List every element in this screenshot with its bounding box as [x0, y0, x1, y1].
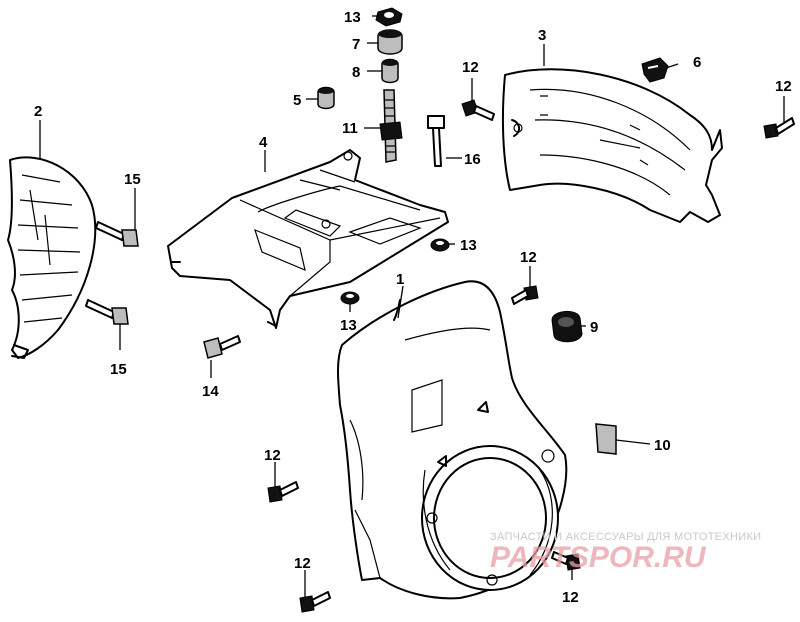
part-12-bolt-lower-left	[267, 481, 299, 503]
part-2-side-shroud	[7, 156, 97, 359]
label-13-top: 13	[344, 9, 361, 26]
label-5: 5	[293, 92, 301, 109]
part-12-bolt-middle	[511, 285, 539, 305]
label-3: 3	[538, 27, 546, 44]
watermark-brand: PARTSPOR.RU	[490, 541, 707, 574]
part-12-bolt-right	[763, 117, 795, 139]
label-7: 7	[352, 36, 360, 53]
label-15-upper: 15	[124, 171, 141, 188]
label-9: 9	[590, 319, 598, 336]
label-16: 16	[464, 151, 481, 168]
part-11-stud-bolt	[379, 89, 403, 163]
label-10: 10	[654, 437, 671, 454]
label-15-lower: 15	[110, 361, 127, 378]
label-1: 1	[396, 271, 404, 288]
part-5-grommet	[317, 86, 335, 110]
part-12-bolt-bottom	[299, 591, 331, 613]
label-2: 2	[34, 103, 42, 120]
label-13-right: 13	[460, 237, 477, 254]
label-12-middle: 12	[520, 249, 537, 266]
label-8: 8	[352, 64, 360, 81]
part-7-collar	[377, 29, 403, 55]
label-12-top: 12	[462, 59, 479, 76]
part-13-grommet-right	[430, 238, 450, 252]
leader-lines	[39, 15, 785, 598]
part-1-fan-cover	[337, 280, 568, 600]
watermark-tagline: ЗАПЧАСТИ И АКСЕССУАРЫ ДЛЯ МОТОТЕХНИКИ	[490, 531, 761, 543]
label-12-bottom-right: 12	[562, 589, 579, 606]
part-15-bolt-upper	[95, 221, 139, 247]
label-11: 11	[342, 120, 358, 137]
part-6-clip	[641, 57, 669, 83]
part-8-spacer	[381, 58, 399, 84]
part-13-top-nut	[375, 7, 403, 27]
label-12-right: 12	[775, 78, 792, 95]
label-12-lower-left: 12	[264, 447, 281, 464]
label-14: 14	[202, 383, 219, 400]
part-3-upper-cover	[501, 68, 723, 223]
label-4: 4	[259, 134, 268, 151]
part-4-baffle-plate	[167, 149, 449, 329]
part-10-label	[595, 423, 617, 455]
part-9-grommet	[551, 311, 583, 343]
label-6: 6	[693, 54, 701, 71]
part-14-bolt	[203, 335, 241, 359]
label-13-bottom: 13	[340, 317, 357, 334]
part-12-bolt-top	[461, 99, 495, 121]
part-16-long-bolt	[427, 115, 445, 167]
part-13-grommet-bottom	[340, 291, 360, 305]
part-12-bolt-watermark-area	[551, 551, 581, 571]
part-15-bolt-lower	[85, 299, 129, 325]
label-12-bottom: 12	[294, 555, 311, 572]
